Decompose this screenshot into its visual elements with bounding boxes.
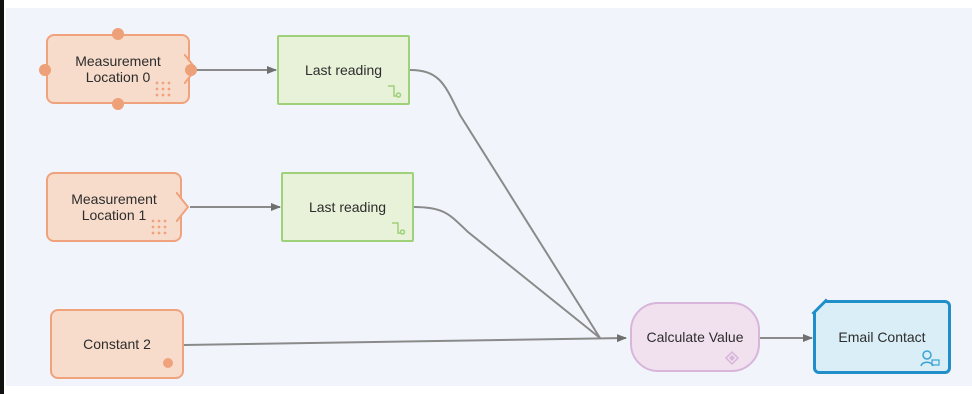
wire-lastreading1-to-calc[interactable] <box>413 206 601 339</box>
node-label-line1: Measurement <box>75 53 161 69</box>
node-label-line2: Location 0 <box>85 69 151 85</box>
grid-dots-icon <box>151 219 167 235</box>
node-measurement-location-0[interactable]: Measurement Location 0 <box>46 34 190 104</box>
step-line-icon <box>388 85 402 98</box>
node-corner-cut <box>811 298 829 316</box>
node-label: Email Contact <box>838 329 926 345</box>
node-label: Last reading <box>308 199 387 215</box>
node-label: Last reading <box>304 62 383 78</box>
node-notch <box>176 192 190 222</box>
connection-handle-bottom[interactable] <box>112 98 124 110</box>
node-label-line2: Location 1 <box>81 207 147 223</box>
node-measurement-location-1[interactable]: Measurement Location 1 <box>46 172 182 242</box>
node-label: Measurement Location 0 <box>69 53 167 85</box>
window-left-border <box>0 0 4 394</box>
step-line-icon <box>392 222 406 235</box>
node-last-reading-0[interactable]: Last reading <box>277 35 410 105</box>
grid-dots-icon <box>155 81 171 97</box>
person-mail-icon <box>920 350 940 367</box>
node-email-contact[interactable]: Email Contact <box>813 300 951 374</box>
node-label: Constant 2 <box>83 336 151 352</box>
dot-icon <box>163 358 173 368</box>
node-label-line1: Measurement <box>71 191 157 207</box>
wire-constant2-to-calc[interactable] <box>183 334 627 346</box>
connection-handle-left[interactable] <box>39 64 51 76</box>
node-calculate-value[interactable]: Calculate Value <box>630 302 760 372</box>
node-label: Measurement Location 1 <box>65 191 163 223</box>
diamond-icon <box>724 350 740 366</box>
wire-lastreading0-to-calc[interactable] <box>409 69 601 339</box>
node-last-reading-1[interactable]: Last reading <box>281 172 414 242</box>
connection-handle-top[interactable] <box>112 28 124 40</box>
connection-handle-right[interactable] <box>185 64 197 76</box>
node-label: Calculate Value <box>646 329 744 345</box>
node-constant-2[interactable]: Constant 2 <box>50 309 184 379</box>
